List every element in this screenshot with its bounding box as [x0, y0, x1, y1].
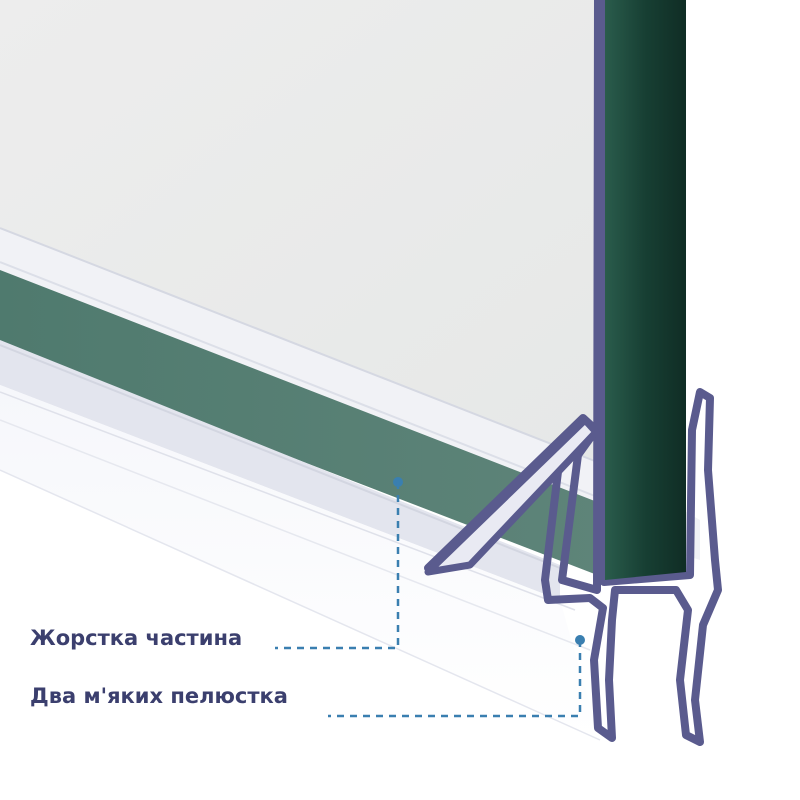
glass-panel	[0, 0, 605, 465]
callout-rigid	[275, 477, 403, 650]
seal-profile-outline	[424, 0, 722, 746]
callout-soft	[328, 635, 585, 718]
label-soft-petals: Два м'яких пелюстка	[30, 684, 288, 708]
glass-edge	[605, 0, 686, 580]
label-rigid-part: Жорстка частина	[30, 626, 243, 650]
seal-leaf-left	[424, 416, 600, 576]
